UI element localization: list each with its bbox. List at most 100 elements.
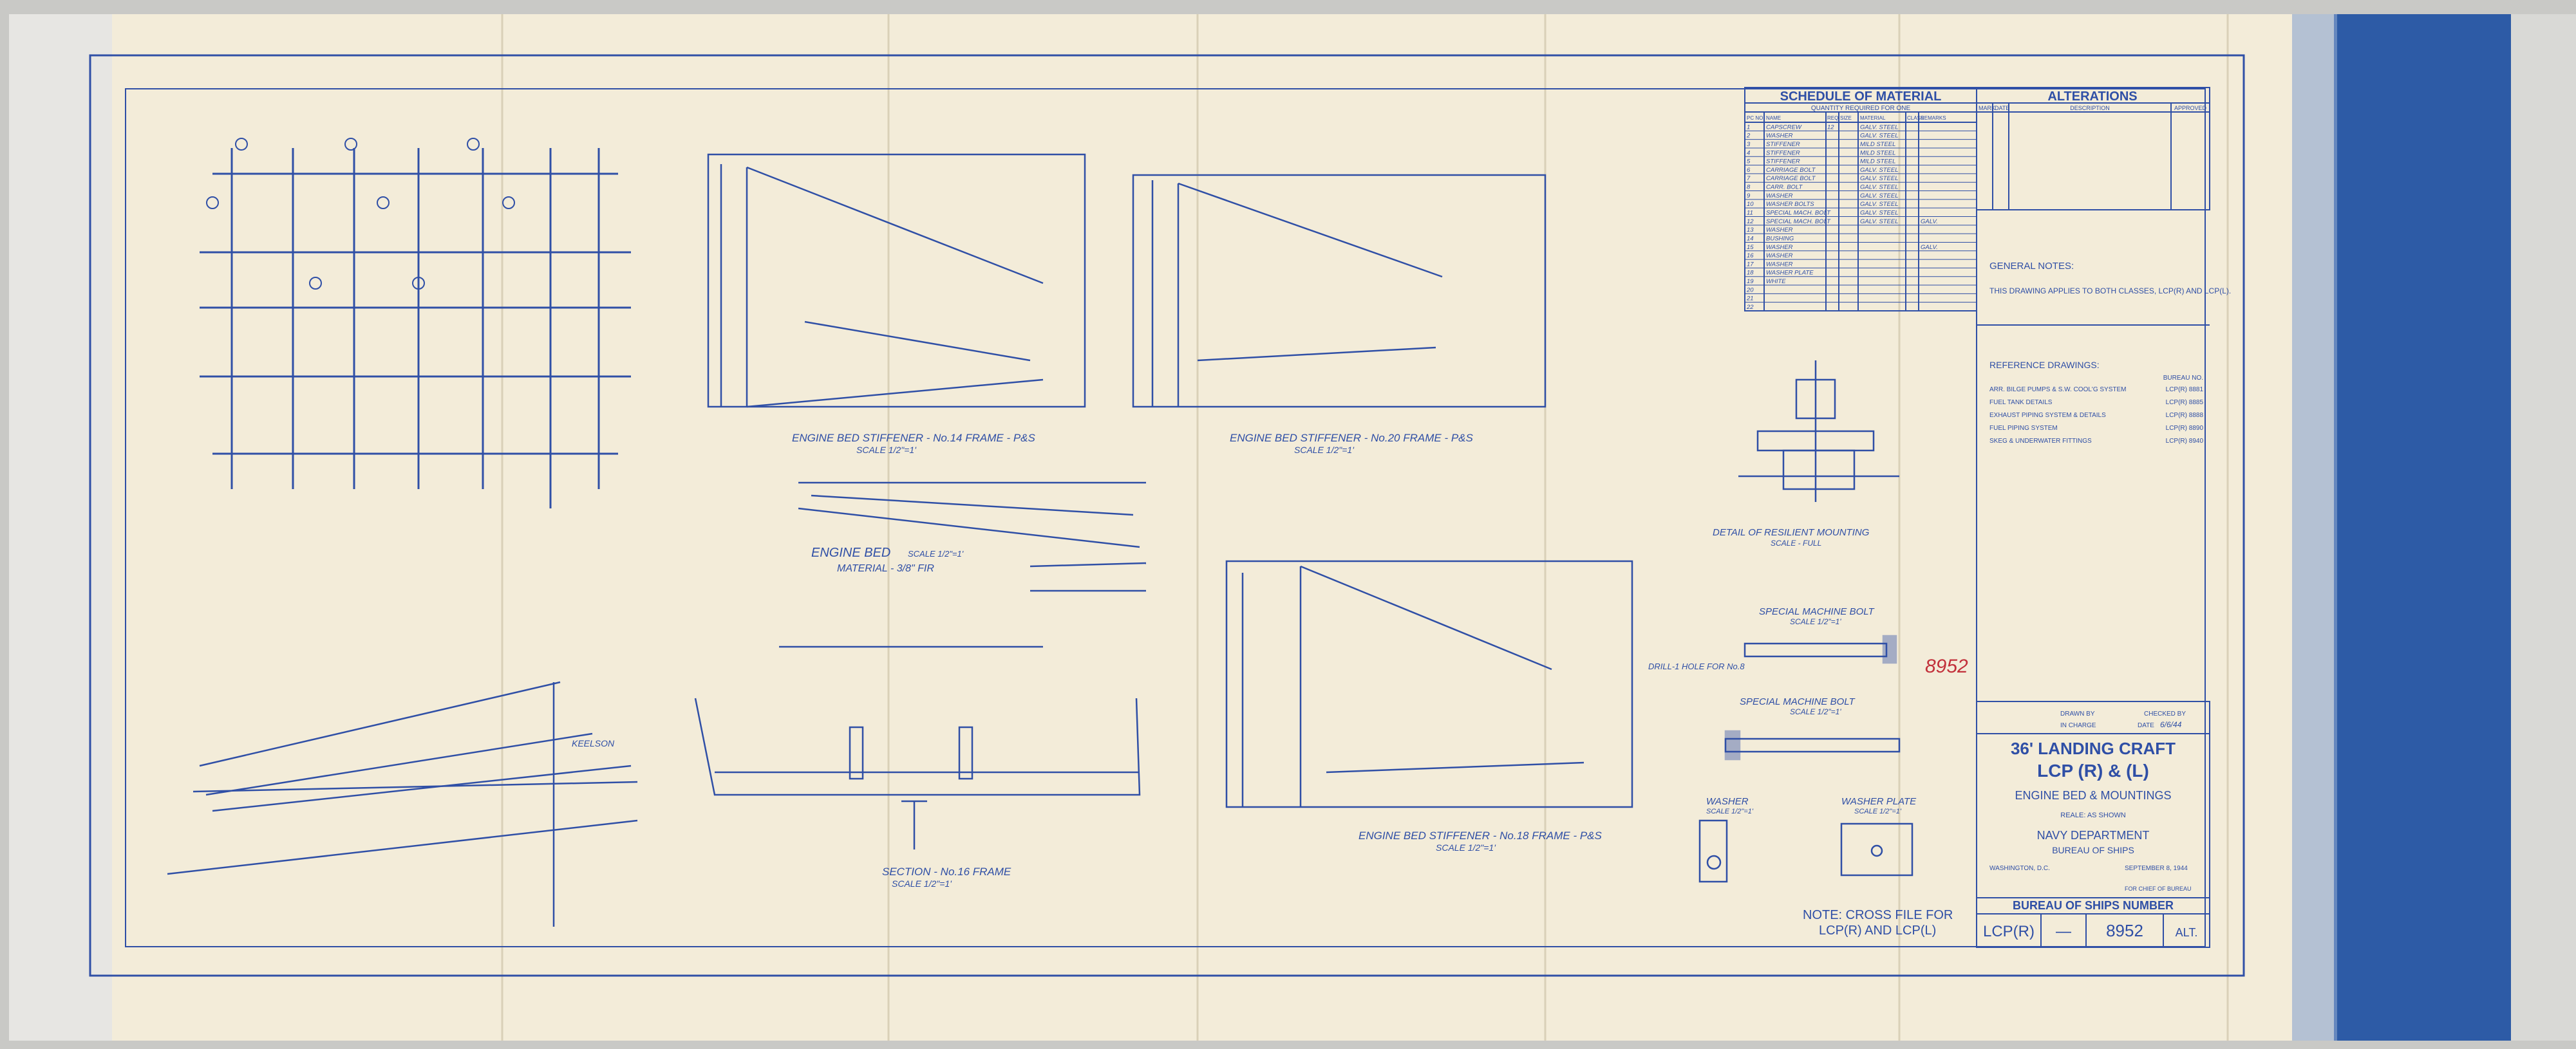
section-scale: SCALE 1/2"=1' (892, 878, 952, 889)
approved-date: SEPTEMBER 8, 1944 (2125, 865, 2188, 872)
schedule-header-cell: NAME (1766, 115, 1781, 121)
schedule-cell: 6 (1747, 167, 1751, 174)
date-value: 6/6/44 (2160, 720, 2182, 729)
reference-item-name: EXHAUST PIPING SYSTEM & DETAILS (1989, 412, 2106, 419)
stiffener-q-view (1132, 174, 1547, 408)
schedule-cell: STIFFENER (1766, 158, 1800, 165)
note-line-2: LCP(R) AND LCP(L) (1819, 924, 1936, 938)
stiffener-q-scale: SCALE 1/2"=1' (1294, 445, 1355, 455)
inner-border (125, 88, 2206, 947)
schedule-cell: MILD STEEL (1860, 141, 1895, 148)
date-label: DATE (2138, 722, 2154, 729)
schedule-cell: WASHER (1766, 227, 1793, 234)
general-notes-title: GENERAL NOTES: (1989, 261, 2074, 272)
schedule-cell: 8 (1747, 184, 1751, 191)
reference-item-number: LCP(R) 8888 (2166, 412, 2204, 419)
mach-bolt-1-scale: SCALE 1/2"=1' (1790, 617, 1841, 626)
schedule-cell: WASHER (1766, 252, 1793, 259)
drawing-number: 8952 (2106, 921, 2143, 940)
washer-plate-caption: WASHER PLATE (1841, 796, 1917, 807)
schedule-cell: 1 (1747, 124, 1750, 131)
schedule-cell: 9 (1747, 192, 1751, 200)
schedule-cell: WHITE (1766, 278, 1786, 285)
alt-label: ALT. (2176, 926, 2198, 939)
schedule-cell: GALV. STEEL (1860, 124, 1899, 131)
schedule-cell: WASHER (1766, 133, 1793, 140)
reference-item-number: LCP(R) 8940 (2166, 438, 2204, 445)
schedule-cell: STIFFENER (1766, 149, 1800, 156)
mach-bolt-2-caption: SPECIAL MACHINE BOLT (1740, 696, 1856, 707)
stiffener-p-caption: ENGINE BED STIFFENER - No.14 FRAME - P&S (792, 432, 1036, 444)
red-number-stamp: 8952 (1925, 656, 1968, 677)
title-block-frame (1976, 210, 2210, 701)
alterations-frame (1976, 87, 2210, 210)
schedule-cell: 3 (1747, 141, 1751, 148)
resilient-caption: DETAIL OF RESILIENT MOUNTING (1713, 527, 1870, 538)
schedule-cell: 4 (1747, 149, 1750, 156)
schedule-cell: GALV. (1921, 218, 1938, 225)
schedule-cell: GALV. STEEL (1860, 175, 1899, 182)
schedule-cell: GALV. STEEL (1860, 192, 1899, 200)
schedule-cell: GALV. STEEL (1860, 218, 1899, 225)
schedule-cell: 10 (1747, 201, 1754, 208)
paper-tint (9, 14, 112, 1041)
schedule-cell: 13 (1747, 227, 1754, 234)
chief-signature-line: FOR CHIEF OF BUREAU (2125, 886, 2192, 892)
reference-item-name: FUEL PIPING SYSTEM (1989, 425, 2058, 432)
outer-border (89, 54, 2245, 977)
reference-title: REFERENCE DRAWINGS: (1989, 360, 2100, 370)
in-charge-label: IN CHARGE (2060, 722, 2096, 729)
keelson-label: KEELSON (572, 738, 615, 748)
washer-plate-view (1840, 822, 1913, 877)
blue-edge-band (2334, 14, 2511, 1041)
reference-item-name: SKEG & UNDERWATER FITTINGS (1989, 438, 2092, 445)
blue-edge-fade (2292, 14, 2337, 1041)
schedule-subtitle: QUANTITY REQUIRED FOR ONE (1811, 105, 1911, 112)
engine-bed-scale: SCALE 1/2"=1' (908, 549, 964, 559)
schedule-cell: GALV. STEEL (1860, 133, 1899, 140)
schedule-cell: 16 (1747, 252, 1754, 259)
schedule-cell: 17 (1747, 261, 1754, 268)
schedule-cell: BUSHING (1766, 235, 1794, 242)
number-class: LCP(R) (1983, 923, 2035, 940)
schedule-cell: STIFFENER (1766, 141, 1800, 148)
stiffener-p-scale: SCALE 1/2"=1' (856, 445, 917, 455)
schedule-header-cell: REQ (1827, 115, 1838, 121)
schedule-cell: SPECIAL MACH. BOLT (1766, 218, 1831, 225)
schedule-cell: GALV. STEEL (1860, 210, 1899, 217)
schedule-cell: 19 (1747, 278, 1754, 285)
drawn-by-label: DRAWN BY (2060, 710, 2095, 718)
schedule-cell: GALV. STEEL (1860, 201, 1899, 208)
alter-h-date: DATE (1995, 105, 2009, 111)
engine-bed-plan-view (200, 148, 631, 508)
checked-by-label: CHECKED BY (2144, 710, 2186, 718)
stiffener-r-scale: SCALE 1/2"=1' (1436, 842, 1496, 853)
schedule-title: SCHEDULE OF MATERIAL (1780, 89, 1942, 104)
schedule-cell: CARR. BOLT (1766, 184, 1803, 191)
mach-bolt-1-caption: SPECIAL MACHINE BOLT (1759, 606, 1875, 617)
schedule-cell: MILD STEEL (1860, 149, 1895, 156)
reference-item-name: ARR. BILGE PUMPS & S.W. COOL'G SYSTEM (1989, 386, 2127, 393)
machine-bolt-1 (1744, 635, 1897, 664)
title-block-lines (1976, 701, 2210, 948)
right-margin (2511, 14, 2576, 1041)
schedule-cell: 12 (1827, 124, 1834, 131)
reference-col-header: BUREAU NO. (2163, 375, 2203, 382)
craft-class: LCP (R) & (L) (2037, 761, 2149, 781)
schedule-cell: CARRIAGE BOLT (1766, 167, 1816, 174)
schedule-header-cell: PC NO. (1747, 115, 1765, 121)
schedule-cell: 2 (1746, 133, 1751, 140)
machine-bolt-2 (1724, 730, 1901, 761)
scale-note: REALE: AS SHOWN (2060, 812, 2126, 819)
drawing-subject: ENGINE BED & MOUNTINGS (2015, 789, 2171, 802)
schedule-cell: 5 (1747, 158, 1751, 165)
schedule-cell: GALV. (1921, 244, 1938, 251)
engine-bed-material: MATERIAL - 3/8" FIR (837, 563, 934, 574)
schedule-cell: WASHER (1766, 244, 1793, 251)
drill-note: DRILL-1 HOLE FOR No.8 (1648, 662, 1745, 671)
reference-item-number: LCP(R) 8881 (2166, 386, 2204, 393)
schedule-cell: WASHER BOLTS (1766, 201, 1814, 208)
